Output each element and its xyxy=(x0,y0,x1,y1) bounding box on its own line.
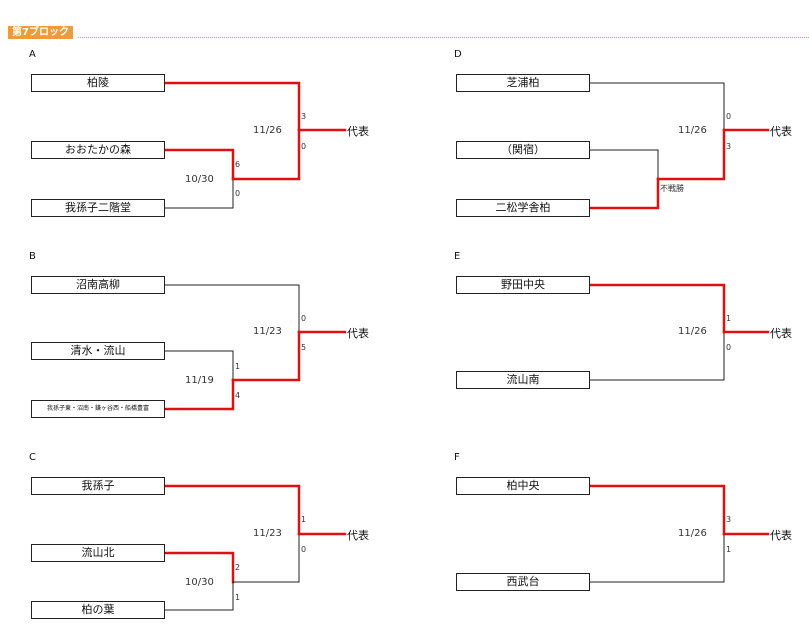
d-winner-label: 代表 xyxy=(770,125,792,138)
block-e-label: E xyxy=(454,251,461,262)
header-divider xyxy=(78,37,809,38)
team-box-d-2: （関宿） xyxy=(456,141,590,159)
a-line-team1 xyxy=(163,81,301,132)
team-box-b-2: 清水・流山 xyxy=(31,342,165,360)
b-final-date: 11/23 xyxy=(253,326,282,337)
c-final-date: 11/23 xyxy=(253,528,282,539)
e-final-date: 11/26 xyxy=(678,326,707,337)
a-final-score-bottom: 0 xyxy=(301,142,307,151)
a-final-score-top: 3 xyxy=(301,112,307,121)
team-box-e-1: 野田中央 xyxy=(456,276,590,294)
c-final-score-bottom: 0 xyxy=(301,545,307,554)
d-semi-note: 不戦勝 xyxy=(660,184,684,193)
d-line-semi-winner xyxy=(656,128,726,181)
b-semi-score-bottom: 4 xyxy=(235,391,241,400)
d-final-score-bottom: 3 xyxy=(726,142,732,151)
block-f-label: F xyxy=(454,452,460,463)
f-winner-label: 代表 xyxy=(770,529,792,542)
block-b-label: B xyxy=(29,251,36,262)
c-winner-label: 代表 xyxy=(347,529,369,542)
team-box-a-3: 我孫子二階堂 xyxy=(31,199,165,217)
block-c-label: C xyxy=(29,452,36,463)
team-box-f-2: 西武台 xyxy=(456,573,590,591)
b-final-score-top: 0 xyxy=(301,314,307,323)
b-line-semi-bottom xyxy=(163,378,235,411)
c-line-semi-winner xyxy=(232,533,300,583)
e-final-score-bottom: 0 xyxy=(726,343,732,352)
b-winner-label: 代表 xyxy=(347,327,369,340)
e-final-score-top: 1 xyxy=(726,314,732,323)
e-line-team1 xyxy=(588,283,726,334)
a-semi-date: 10/30 xyxy=(185,174,214,185)
e-winner-label: 代表 xyxy=(770,327,792,340)
c-semi-date: 10/30 xyxy=(185,577,214,588)
team-box-e-2: 流山南 xyxy=(456,371,590,389)
b-semi-score-top: 1 xyxy=(235,362,241,371)
b-final-score-bottom: 5 xyxy=(301,343,307,352)
a-final-date: 11/26 xyxy=(253,125,282,136)
team-box-b-3: 我孫子東・沼南・鎌ヶ谷西・船橋豊富 xyxy=(31,400,165,418)
block-a-label: A xyxy=(29,49,36,60)
f-line-team2 xyxy=(589,533,725,583)
a-line-semi-bottom xyxy=(164,178,234,209)
d-line-team1 xyxy=(589,82,725,131)
team-box-c-2: 流山北 xyxy=(31,544,165,562)
c-semi-score-top: 2 xyxy=(235,563,241,572)
b-line-semi-winner xyxy=(231,330,301,382)
team-box-c-3: 柏の葉 xyxy=(31,601,165,619)
block-title: 第7ブロック xyxy=(8,26,73,39)
c-line-semi-top xyxy=(163,551,235,584)
c-line-semi-bottom xyxy=(164,581,234,611)
a-winner-label: 代表 xyxy=(347,125,369,138)
block-d-label: D xyxy=(454,49,462,60)
d-line-semi-top xyxy=(589,149,659,180)
team-box-f-1: 柏中央 xyxy=(456,477,590,495)
team-box-d-3: 二松学舎柏 xyxy=(456,199,590,217)
a-line-semi-top xyxy=(163,148,235,181)
a-line-semi-winner xyxy=(231,128,301,181)
f-final-score-top: 3 xyxy=(726,515,732,524)
d-line-semi-bottom xyxy=(588,177,660,210)
c-line-team1 xyxy=(163,484,301,536)
a-semi-score-bottom: 0 xyxy=(235,189,241,198)
e-line-team2 xyxy=(589,331,725,381)
team-box-a-1: 柏陵 xyxy=(31,74,165,92)
c-final-score-top: 1 xyxy=(301,515,307,524)
d-final-date: 11/26 xyxy=(678,125,707,136)
team-box-d-1: 芝浦柏 xyxy=(456,74,590,92)
b-line-team1 xyxy=(164,284,300,333)
f-line-team1 xyxy=(588,484,726,536)
team-box-c-1: 我孫子 xyxy=(31,477,165,495)
d-final-score-top: 0 xyxy=(726,112,732,121)
team-box-a-2: おおたかの森 xyxy=(31,141,165,159)
b-line-semi-top xyxy=(164,350,234,381)
f-final-score-bottom: 1 xyxy=(726,545,732,554)
c-semi-score-bottom: 1 xyxy=(235,593,241,602)
b-semi-date: 11/19 xyxy=(185,375,214,386)
team-box-b-1: 沼南高柳 xyxy=(31,276,165,294)
f-final-date: 11/26 xyxy=(678,528,707,539)
a-semi-score-top: 6 xyxy=(235,160,241,169)
